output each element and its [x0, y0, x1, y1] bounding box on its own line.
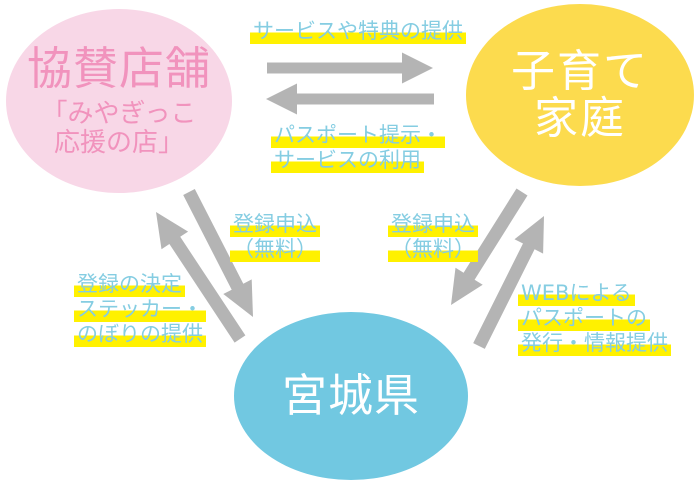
- arrow-miyagi-to-family-icon: [473, 216, 544, 349]
- node-sponsor-stores-title: 協賛店舗: [26, 42, 211, 95]
- edge-label-passport-use-line1: パスポート提示・: [271, 123, 445, 148]
- edge-label-registration-apply-right-line1: 登録申込: [388, 212, 478, 237]
- edge-label-services-benefits: サービスや特典の提供: [250, 19, 466, 44]
- edge-label-registration-decision-line1: 登録の決定: [74, 272, 185, 297]
- node-sponsor-stores-subtitle-line1: 「みやぎっこ: [41, 99, 197, 129]
- edge-label-registration-decision-line2: ステッカー・: [74, 297, 206, 322]
- edge-label-registration-apply-left-line1: 登録申込: [230, 212, 320, 237]
- node-sponsor-stores-subtitle-line2: 応援の店」: [53, 128, 184, 158]
- edge-label-web-passport-line1: WEBによる: [518, 281, 635, 306]
- node-childrearing-families: 子育て 家庭: [466, 4, 694, 186]
- edge-label-registration-decision: 登録の決定 ステッカー・ のぼりの提供: [74, 272, 206, 347]
- arrow-family-to-miyagi-icon: [451, 188, 528, 305]
- edge-label-web-passport-line2: パスポートの: [518, 306, 650, 331]
- edge-label-services-benefits-line1: サービスや特典の提供: [250, 19, 466, 44]
- edge-label-registration-decision-line3: のぼりの提供: [74, 322, 206, 347]
- node-childrearing-families-line1: 子育て: [511, 46, 649, 97]
- node-miyagi-prefecture-label: 宮城県: [281, 369, 420, 422]
- edge-label-passport-use-line2: サービスの利用: [271, 148, 424, 173]
- edge-label-registration-apply-right-line2: （無料）: [388, 237, 478, 262]
- node-childrearing-families-line2: 家庭: [534, 93, 626, 144]
- node-sponsor-stores-subtitle: 「みやぎっこ 応援の店」: [42, 100, 197, 158]
- edge-label-registration-apply-right: 登録申込 （無料）: [386, 212, 480, 262]
- edge-label-web-passport-line3: 発行・情報提供: [518, 331, 671, 356]
- edge-label-passport-use: パスポート提示・ サービスの利用: [271, 123, 445, 173]
- edge-label-web-passport: WEBによる パスポートの 発行・情報提供: [518, 281, 671, 356]
- edge-label-registration-apply-left-line2: （無料）: [230, 237, 320, 262]
- arrow-store-to-family-icon: [267, 52, 433, 84]
- arrow-miyagi-to-store-icon: [156, 212, 246, 343]
- node-sponsor-stores: 協賛店舗 「みやぎっこ 応援の店」: [6, 9, 232, 193]
- arrow-family-to-store-icon: [266, 83, 434, 115]
- arrow-store-to-miyagi-icon: [183, 189, 253, 317]
- node-miyagi-prefecture: 宮城県: [234, 312, 468, 480]
- edge-label-registration-apply-left: 登録申込 （無料）: [228, 212, 322, 262]
